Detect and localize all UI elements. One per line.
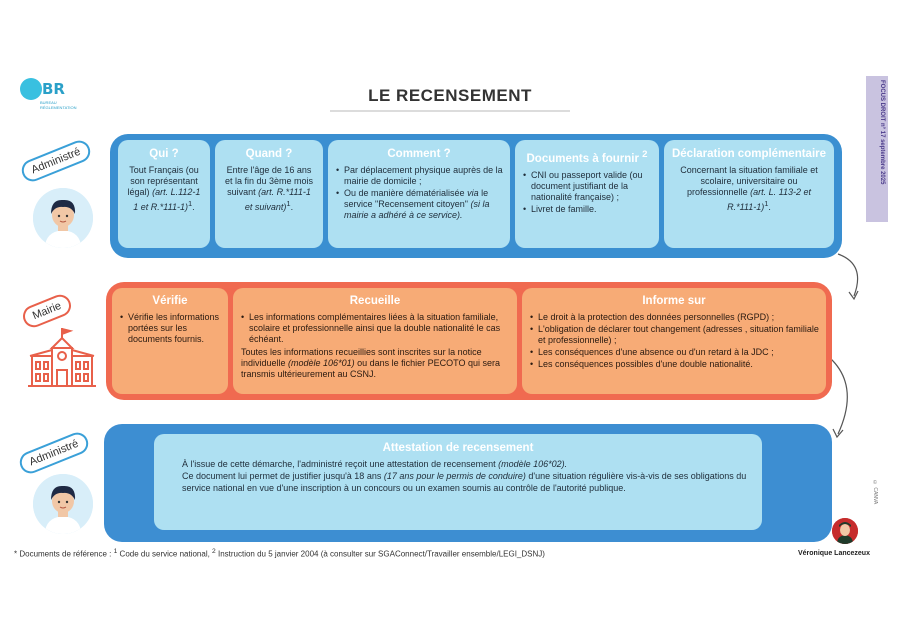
card-comment-list: Par déplacement physique auprès de la ma… xyxy=(328,165,510,221)
card-verifie-title: Vérifie xyxy=(152,295,188,307)
card-attestation-p2c: d'une situation régulière vis-à-vis de s… xyxy=(182,471,747,493)
card-comment-item-2: Ou de manière dématérialisée via le serv… xyxy=(336,188,504,221)
card-qui-end: . xyxy=(192,202,195,212)
card-comment-title: Comment ? xyxy=(387,148,451,160)
side-label: FOCUS DROIT n° 17 septembre 2025 xyxy=(879,80,885,185)
footnote: * Documents de référence : 1 Code du ser… xyxy=(14,548,545,559)
card-verifie-item-1: Vérifie les informations portées sur les… xyxy=(120,312,222,345)
card-attestation-p1: À l'issue de cette démarche, l'administr… xyxy=(154,458,762,470)
author-name: Véronique Lancezeux xyxy=(798,550,870,557)
card-documents-item-2: Livret de famille. xyxy=(523,204,653,215)
card-attestation-p2b: (17 ans pour le permis de conduire) xyxy=(383,471,526,481)
card-quand-title: Quand ? xyxy=(245,148,293,160)
card-attestation-p2a: Ce document lui permet de justifier jusq… xyxy=(182,471,384,481)
card-comment-item-2c: le service "Recensement citoyen" xyxy=(344,188,489,209)
logo-circle-icon xyxy=(20,78,42,100)
footnote-sup-1: 1 xyxy=(113,548,118,555)
card-recueille-note: Toutes les informations recueillies sont… xyxy=(233,347,517,380)
author-portrait-icon xyxy=(832,518,858,544)
card-declaration: Déclaration complémentaire Concernant la… xyxy=(664,140,834,248)
card-recueille: Recueille Les informations complémentair… xyxy=(233,288,517,394)
footnote-c: Instruction du 5 janvier 2004 (à consult… xyxy=(215,549,545,559)
townhall-icon xyxy=(28,328,96,387)
card-documents-title: Documents à fournir xyxy=(526,152,639,165)
card-recueille-item-1: Les informations complémentaires liées à… xyxy=(241,312,511,345)
card-informe-item-2: L'obligation de déclarer tout changement… xyxy=(530,324,820,346)
card-attestation-p1b: (modèle 106*02). xyxy=(498,459,568,469)
card-declaration-text: Concernant la situation familiale et sco… xyxy=(664,165,834,213)
card-declaration-sup: 1 xyxy=(764,199,769,208)
administre-avatar-1 xyxy=(33,188,93,248)
card-informe: Informe sur Le droit à la protection des… xyxy=(522,288,826,394)
card-qui-text: Tout Français (ou son représentant légal… xyxy=(118,165,210,213)
card-declaration-ref: (art. L. 113-2 et R.*111-1) xyxy=(727,187,811,212)
footnote-a: * Documents de référence : xyxy=(14,549,114,559)
person-icon xyxy=(33,474,93,534)
card-informe-item-1: Le droit à la protection des données per… xyxy=(530,312,820,323)
side-band xyxy=(866,76,888,222)
person-icon xyxy=(33,188,93,248)
card-comment: Comment ? Par déplacement physique auprè… xyxy=(328,140,510,248)
card-recueille-list: Les informations complémentaires liées à… xyxy=(233,312,517,345)
card-attestation: Attestation de recensement À l'issue de … xyxy=(154,434,762,530)
author-avatar xyxy=(832,518,858,544)
card-attestation-p1a: À l'issue de cette démarche, l'administr… xyxy=(182,459,499,469)
card-documents: Documents à fournir 2 CNI ou passeport v… xyxy=(515,140,659,248)
card-qui: Qui ? Tout Français (ou son représentant… xyxy=(118,140,210,248)
footnote-b: Code du service national, xyxy=(117,549,213,559)
canva-credit: © CANVA xyxy=(872,480,878,505)
card-recueille-note-b: (modèle 106*01) xyxy=(288,358,355,368)
card-attestation-p2: Ce document lui permet de justifier jusq… xyxy=(154,470,762,494)
card-declaration-title: Déclaration complémentaire xyxy=(671,148,827,160)
logo: BR BUREAU RÉGLEMENTATION xyxy=(16,78,77,118)
footnote-sup-2: 2 xyxy=(212,548,216,555)
card-qui-title: Qui ? xyxy=(149,148,179,160)
logo-text: BR xyxy=(42,80,65,98)
card-informe-title: Informe sur xyxy=(642,295,706,307)
card-recueille-note-a: Toutes les informations recueillies sont… xyxy=(241,347,482,368)
curved-arrow-1-icon xyxy=(837,253,859,301)
card-quand-ref: (art. R.*111-1 et suivant) xyxy=(244,187,311,212)
card-declaration-end: . xyxy=(768,202,771,212)
card-declaration-line1: Concernant la situation familiale et sco… xyxy=(680,165,818,197)
card-attestation-title: Attestation de recensement xyxy=(382,442,534,454)
card-verifie: Vérifie Vérifie les informations portées… xyxy=(112,288,228,394)
card-informe-item-4: Les conséquences possibles d'une double … xyxy=(530,359,820,370)
card-qui-ref: (art. L.112-1 1 et R.*111-1) xyxy=(133,187,201,212)
card-quand: Quand ? Entre l'âge de 16 ans et la fin … xyxy=(215,140,323,248)
card-comment-item-2b: via xyxy=(467,188,479,198)
card-qui-line1: Tout Français (ou son représentant légal… xyxy=(127,165,199,197)
card-informe-list: Le droit à la protection des données per… xyxy=(522,312,826,370)
card-quand-end: . xyxy=(290,202,294,212)
card-documents-list: CNI ou passeport valide (ou document jus… xyxy=(515,170,659,215)
curved-arrow-2-icon xyxy=(829,357,848,439)
card-quand-text: Entre l'âge de 16 ans et la fin du 3ème … xyxy=(215,165,323,213)
card-documents-heading: Documents à fournir 2 xyxy=(517,148,657,166)
administre-avatar-2 xyxy=(33,474,93,534)
card-documents-item-1: CNI ou passeport valide (ou document jus… xyxy=(523,170,653,203)
card-documents-sup: 2 xyxy=(642,149,648,160)
card-comment-item-1: Par déplacement physique auprès de la ma… xyxy=(336,165,504,187)
card-qui-sup: 1 xyxy=(188,199,193,208)
card-verifie-list: Vérifie les informations portées sur les… xyxy=(112,312,228,345)
title-block: LE RECENSEMENT xyxy=(300,86,600,116)
card-informe-item-3: Les conséquences d'une absence ou d'un r… xyxy=(530,347,820,358)
page-title: LE RECENSEMENT xyxy=(368,86,532,105)
card-comment-item-2a: Ou de manière dématérialisée xyxy=(344,188,468,198)
card-recueille-title: Recueille xyxy=(349,295,401,307)
card-recueille-note-c: ou dans le fichier PECOTO qui sera trans… xyxy=(241,358,500,379)
title-underline xyxy=(330,110,570,112)
card-quand-sup: 1 xyxy=(286,199,291,208)
card-quand-line1: Entre l'âge de 16 ans et la fin du 3ème … xyxy=(224,165,314,197)
logo-subtitle: BUREAU RÉGLEMENTATION xyxy=(40,100,77,110)
card-comment-item-2d: (si la mairie a adhéré à ce service). xyxy=(344,199,490,220)
